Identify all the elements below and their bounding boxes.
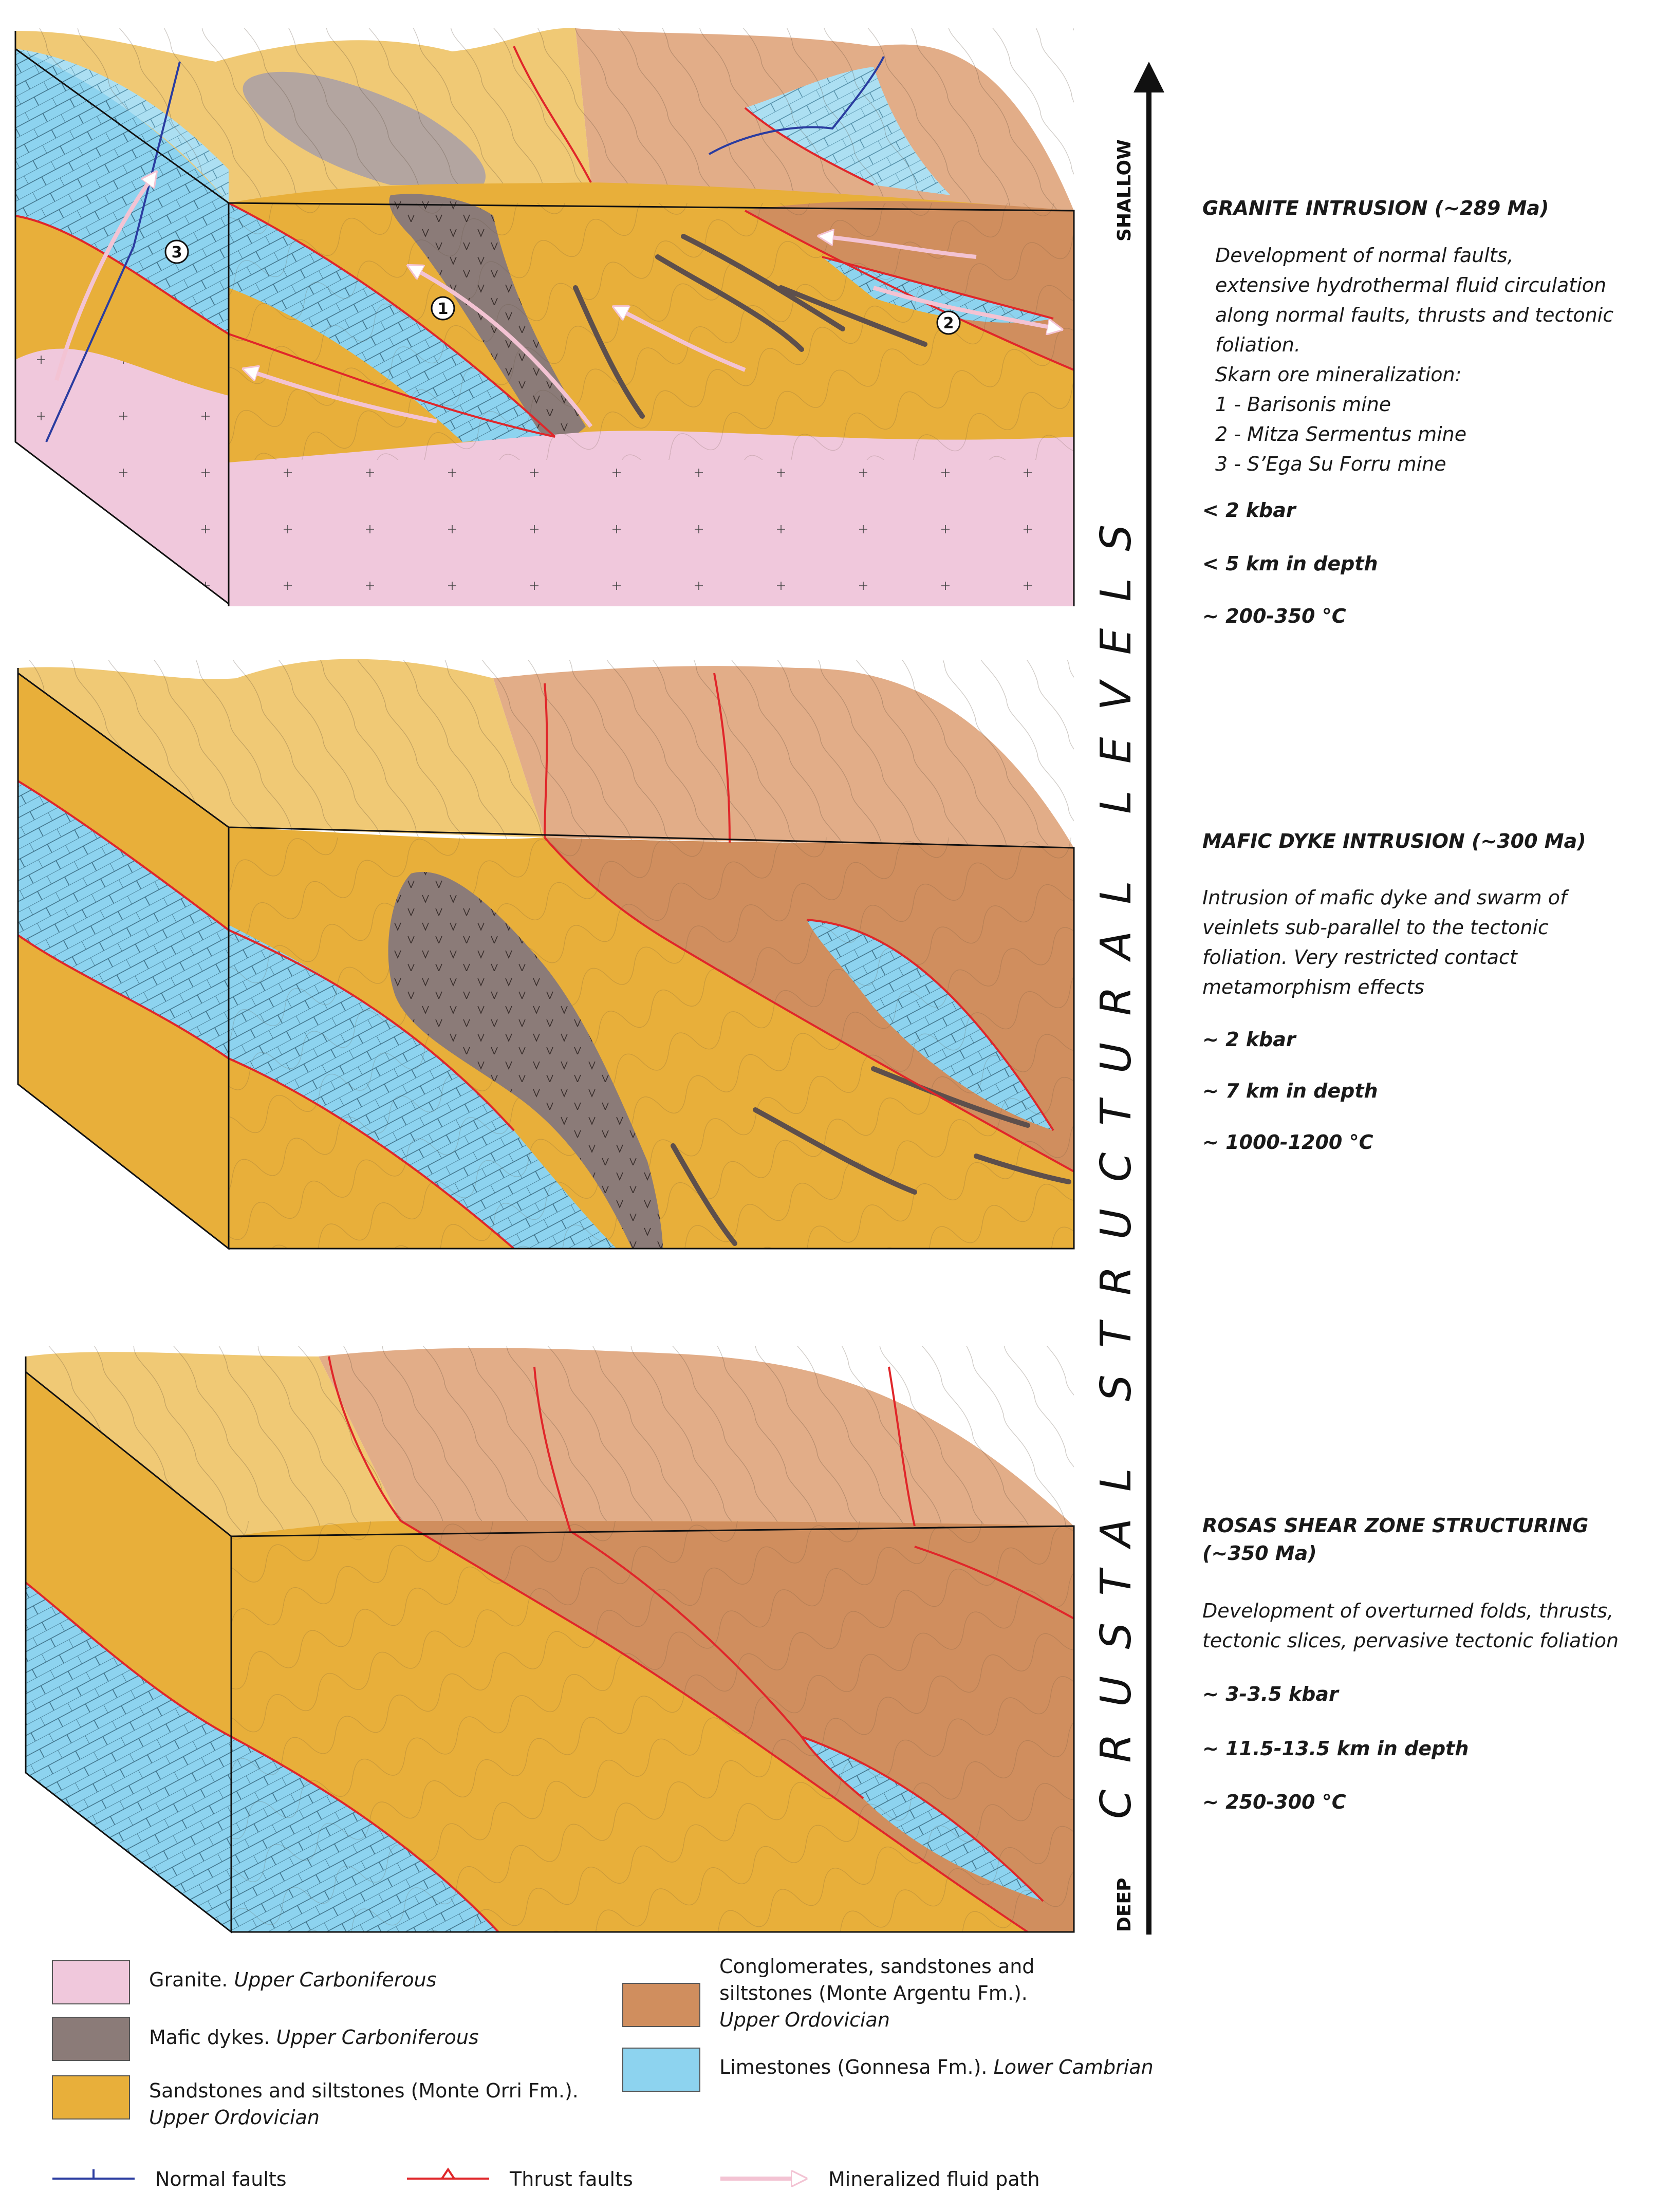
stage-title-granite: GRANITE INTRUSION (~289 Ma) (1202, 197, 1549, 219)
stage-line: foliation. (1215, 333, 1301, 356)
stage-param-depth: < 5 km in depth (1202, 552, 1378, 575)
legend-item-thrust-faults: Thrust faults (407, 2167, 633, 2190)
legend-label-orri: Sandstones and siltstones (Monte Orri Fm… (149, 2079, 579, 2102)
stage-annotation-mafic: MAFIC DYKE INTRUSION (~300 Ma) Intrusion… (1202, 830, 1586, 1154)
block-granite-intrusion: 1 2 3 (14, 28, 1075, 606)
stage-line: Skarn ore mineralization: (1215, 363, 1461, 386)
stage-line: foliation. Very restricted contact (1202, 946, 1518, 969)
mine-label-1: 1 (438, 300, 449, 318)
legend: Granite. Upper Carboniferous Mafic dykes… (52, 1955, 1154, 2190)
stage-line: tectonic slices, pervasive tectonic foli… (1202, 1629, 1619, 1652)
stage-title-rosas-age: (~350 Ma) (1202, 1542, 1317, 1565)
stage-param-depth: ~ 11.5-13.5 km in depth (1202, 1737, 1469, 1760)
legend-swatch-mafic (52, 2017, 130, 2061)
veinlets (573, 234, 927, 419)
stage-line: 1 - Barisonis mine (1215, 393, 1391, 416)
axis-deep-label: DEEP (1114, 1878, 1135, 1932)
stage-line: along normal faults, thrusts and tectoni… (1215, 304, 1613, 326)
crustal-levels-axis: SHALLOW DEEP CRUSTAL STRUCTURAL LEVELS (1092, 62, 1164, 1935)
legend-item-normal-faults: Normal faults (52, 2168, 287, 2190)
legend-item-fluid-path: Mineralized fluid path (720, 2168, 1040, 2190)
stage-param-pressure: ~ 2 kbar (1202, 1028, 1297, 1051)
stage-line: extensive hydrothermal fluid circulation (1215, 274, 1606, 296)
stage-line: veinlets sub-parallel to the tectonic (1202, 916, 1549, 939)
legend-item-limestone: Limestones (Gonnesa Fm.). Lower Cambrian (622, 2048, 1154, 2092)
legend-item-mafic: Mafic dykes. Upper Carboniferous (52, 2017, 479, 2061)
thrust-faults-2 (17, 673, 1074, 1250)
legend-swatch-orri (52, 2075, 130, 2120)
mine-label-3: 3 (172, 244, 182, 262)
block-rosas-shear-zone (25, 1346, 1075, 1934)
legend-label-limestone: Limestones (Gonnesa Fm.). Lower Cambrian (719, 2056, 1154, 2078)
veinlets-2 (671, 1066, 1071, 1246)
block-outline-3 (25, 1356, 1075, 1934)
stage-line: Intrusion of mafic dyke and swarm of (1202, 886, 1570, 909)
stage-line: Development of overturned folds, thrusts… (1202, 1600, 1613, 1622)
legend-item-argentu: Conglomerates, sandstones and siltstones… (622, 1955, 1034, 2031)
legend-label-argentu-1: Conglomerates, sandstones and (719, 1955, 1034, 1978)
mine-marker-2: 2 (936, 310, 961, 335)
legend-swatch-argentu (622, 1983, 700, 2027)
legend-item-granite: Granite. Upper Carboniferous (52, 1960, 437, 2004)
legend-label-argentu-2: siltstones (Monte Argentu Fm.). (719, 1982, 1028, 2004)
mine-label-2: 2 (943, 314, 954, 332)
stage-param-temperature: ~ 1000-1200 °C (1202, 1131, 1373, 1154)
stage-title-mafic: MAFIC DYKE INTRUSION (~300 Ma) (1202, 830, 1586, 852)
block-outline (14, 31, 1075, 606)
block-outline-2 (17, 668, 1075, 1251)
legend-label-thrust-faults: Thrust faults (509, 2168, 633, 2190)
stage-line: 2 - Mitza Sermentus mine (1215, 423, 1466, 445)
stage-line: 3 - S’Ega Su Forru mine (1215, 453, 1446, 475)
fluid-paths (54, 175, 1058, 428)
stage-title-rosas: ROSAS SHEAR ZONE STRUCTURING (1202, 1514, 1588, 1537)
legend-label-granite: Granite. Upper Carboniferous (149, 1968, 437, 1991)
stage-annotation-rosas: ROSAS SHEAR ZONE STRUCTURING (~350 Ma) D… (1202, 1514, 1619, 1813)
legend-item-orri: Sandstones and siltstones (Monte Orri Fm… (52, 2075, 579, 2129)
mine-marker-1: 1 (431, 296, 455, 321)
mine-marker-3: 3 (164, 239, 189, 264)
block-mafic-dyke-intrusion (17, 659, 1075, 1251)
stage-param-depth: ~ 7 km in depth (1202, 1080, 1378, 1102)
legend-age-orri: Upper Ordovician (149, 2106, 320, 2129)
stage-param-pressure: < 2 kbar (1202, 499, 1297, 522)
legend-label-normal-faults: Normal faults (155, 2168, 287, 2190)
stage-annotation-granite: GRANITE INTRUSION (~289 Ma) Development … (1202, 197, 1613, 627)
normal-faults (45, 56, 885, 442)
axis-title: CRUSTAL STRUCTURAL LEVELS (1092, 498, 1141, 1819)
legend-label-fluid-path: Mineralized fluid path (828, 2168, 1040, 2190)
axis-shallow-label: SHALLOW (1114, 139, 1135, 241)
stage-param-temperature: ~ 250-300 °C (1202, 1791, 1346, 1813)
stage-param-temperature: ~ 200-350 °C (1202, 605, 1346, 627)
thrust-faults-3 (25, 1356, 1074, 1933)
legend-label-mafic: Mafic dykes. Upper Carboniferous (149, 2026, 479, 2049)
stage-param-pressure: ~ 3-3.5 kbar (1202, 1683, 1340, 1705)
legend-age-argentu: Upper Ordovician (719, 2009, 890, 2031)
stage-line: Development of normal faults, (1215, 244, 1514, 267)
legend-swatch-granite (52, 1960, 130, 2004)
stage-line: metamorphism effects (1202, 976, 1424, 998)
legend-swatch-limestone (622, 2048, 700, 2092)
